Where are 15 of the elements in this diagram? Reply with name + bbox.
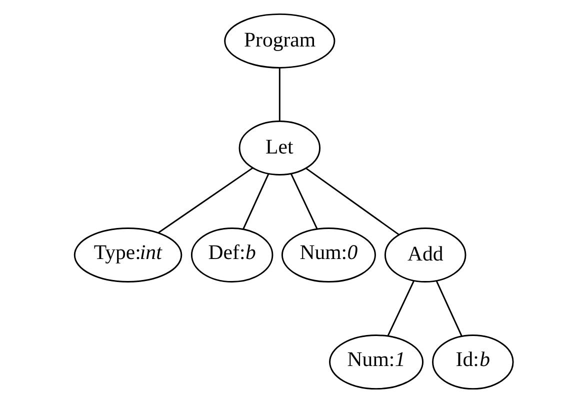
node-ellipse: Num:0	[280, 228, 376, 283]
connector	[242, 174, 269, 230]
node-ellipse: Num:1	[328, 334, 424, 390]
node-ellipse: Add	[384, 228, 466, 283]
connector	[305, 168, 399, 236]
node-ellipse: Let	[238, 120, 320, 176]
node-ellipse: Type:int	[73, 228, 182, 283]
connector	[386, 280, 414, 336]
connector	[278, 68, 280, 122]
connector	[158, 167, 252, 234]
connector	[290, 174, 318, 230]
node-ellipse: Program	[224, 13, 335, 68]
node-ellipse: Def:b	[190, 228, 273, 283]
connector	[435, 280, 462, 336]
node-ellipse: Id:b	[432, 334, 514, 390]
